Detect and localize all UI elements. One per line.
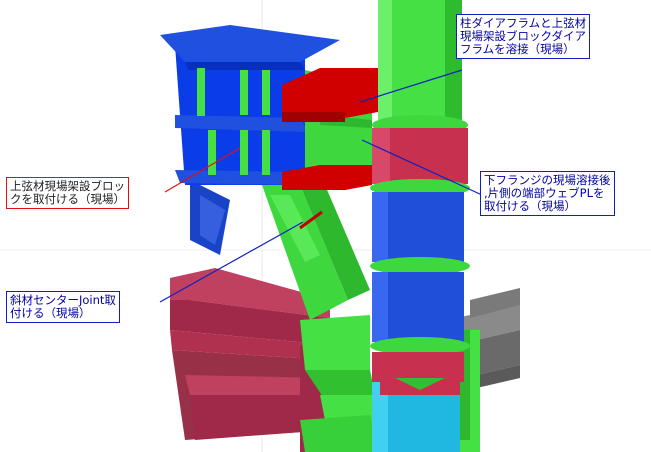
column xyxy=(370,0,470,452)
callout-middle-right: 下フランジの現場溶接後 ,片側の端部ウェブPLを 取付ける（現場） xyxy=(480,171,615,216)
callout-bottom-left: 斜材センターJoint取 付ける（現場） xyxy=(6,291,120,323)
callout-top-right: 柱ダイアフラムと上弦材 現場架設ブロックダイア フラムを溶接（現場） xyxy=(456,14,591,59)
diagonal-brace xyxy=(262,185,370,320)
red-diaphragm-plates xyxy=(282,68,378,190)
callout-left-red: 上弦材現場架設ブロッ クを取付ける（現場） xyxy=(6,177,129,209)
leader-lines xyxy=(159,69,483,303)
